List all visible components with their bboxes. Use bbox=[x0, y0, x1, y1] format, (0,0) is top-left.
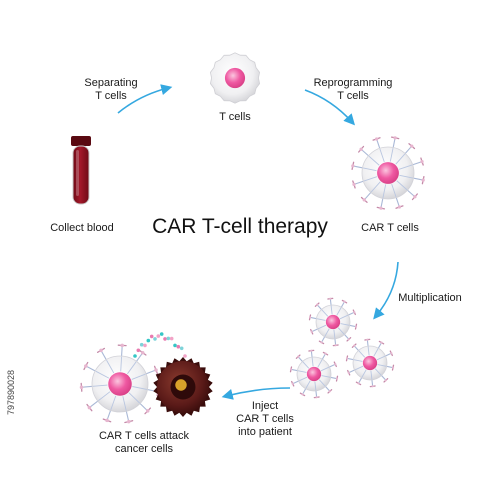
label-multiplication: Multiplication bbox=[398, 292, 462, 304]
antibody-stream bbox=[133, 332, 187, 358]
diagram-title: CAR T-cell therapy bbox=[152, 215, 328, 238]
label-reprogramming-line2: T cells bbox=[337, 90, 369, 102]
label-inject-line2: CAR T cells bbox=[236, 413, 294, 425]
label-inject-line3: into patient bbox=[238, 426, 292, 438]
cancer-cell-icon bbox=[153, 357, 213, 417]
car-t-cell-copy-3-icon bbox=[289, 349, 339, 399]
label-separating-line2: T cells bbox=[95, 90, 127, 102]
label-inject-line1: Inject bbox=[251, 400, 279, 412]
car-t-cell-icon bbox=[351, 136, 425, 210]
label-car-t-cells: CAR T cells bbox=[361, 222, 419, 234]
label-attack-line1: CAR T cells attack bbox=[98, 430, 190, 442]
attacking-car-t-cell-icon bbox=[79, 343, 160, 424]
car-t-cell-copy-1-icon bbox=[308, 297, 358, 347]
stock-id: 797890028 bbox=[6, 369, 16, 415]
label-attack: CAR T cells attack cancer cells bbox=[86, 430, 202, 456]
label-reprogramming: Reprogramming T cells bbox=[303, 77, 403, 103]
arrow-inject bbox=[221, 387, 291, 400]
label-collect-blood: Collect blood bbox=[50, 222, 114, 234]
car-t-cell-copy-2-icon bbox=[345, 338, 395, 388]
label-separating-line1: Separating bbox=[84, 77, 138, 89]
label-inject: Inject CAR T cells into patient bbox=[225, 400, 305, 439]
label-t-cells: T cells bbox=[219, 111, 251, 123]
label-reprogramming-line1: Reprogramming bbox=[313, 77, 393, 89]
label-attack-line2: cancer cells bbox=[114, 443, 174, 455]
arrow-reprogramming bbox=[304, 89, 356, 126]
t-cell-icon bbox=[209, 52, 261, 104]
label-separating: Separating T cells bbox=[75, 77, 147, 103]
blood-tube-icon bbox=[71, 136, 91, 205]
arrow-multiplication bbox=[373, 261, 399, 320]
arrow-separating bbox=[117, 84, 173, 114]
